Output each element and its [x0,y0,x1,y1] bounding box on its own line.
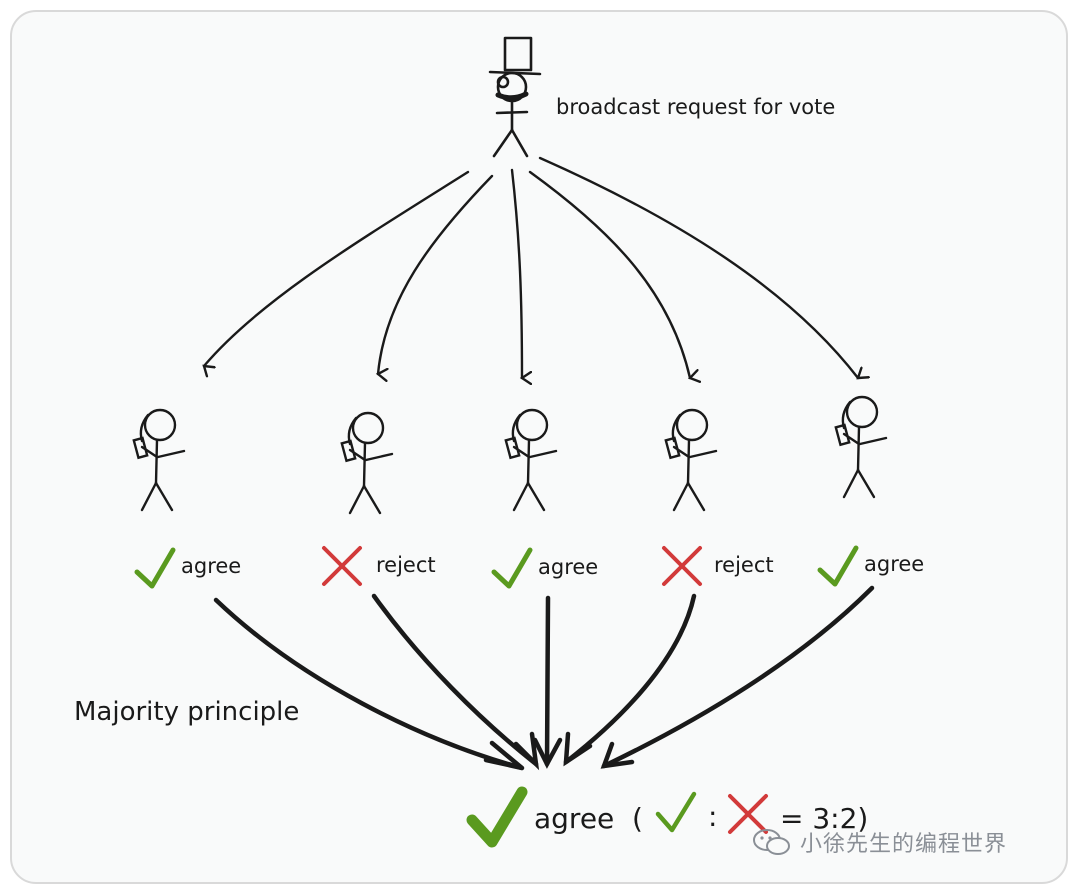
vote-mark-1 [134,547,176,589]
diagram-frame [10,10,1068,884]
vote-mark-5 [817,545,859,587]
voter-figure-2 [340,411,394,515]
big-check-icon [466,786,528,848]
leader-caption: broadcast request for vote [556,95,835,119]
broadcast-arrow-2 [378,174,494,374]
wechat-icon [753,829,790,855]
aggregate-arrow-1 [213,597,525,771]
vote-label-5: agree [864,552,924,576]
principle-label: Majority principle [74,697,299,727]
aggregate-arrow-5 [601,585,875,769]
broadcast-arrow-4 [528,170,690,378]
aggregate-arrow-4 [563,593,697,765]
small-check-icon [655,791,697,833]
vote-mark-3 [491,547,533,589]
watermark: 小徐先生的编程世界 [752,826,1007,858]
top-hat-icon [503,36,533,72]
broadcast-arrow-5 [538,156,858,378]
small-cross-icon [728,794,768,834]
voter-figure-4 [664,408,718,512]
voter-figure-1 [132,408,186,512]
voter-figures [132,395,888,515]
voter-figure-3 [504,408,558,512]
broadcast-arrow-1 [204,170,470,366]
result-word: agree [534,802,614,835]
broadcast-arrows [204,156,858,378]
vote-labels: agree reject agree reject agree [134,545,924,589]
leader-figure [488,36,542,158]
aggregate-arrow-2 [371,593,539,767]
check-icon [134,547,176,589]
vote-label-3: agree [538,555,598,579]
vote-label-4: reject [714,553,774,577]
result-ratio: = 3:2) [780,802,868,835]
result-colon: : [708,800,717,833]
vote-label-1: agree [181,554,241,578]
voter-figure-5 [834,395,888,499]
vote-mark-2 [322,546,362,586]
vote-label-2: reject [376,553,436,577]
result-open-paren: ( [632,802,643,835]
result: agree ( : = 3:2) [466,786,868,848]
vote-mark-4 [662,546,702,586]
broadcast-arrow-3 [510,168,522,378]
check-icon [817,545,859,587]
check-icon [491,547,533,589]
watermark-text: 小徐先生的编程世界 [800,832,1008,857]
aggregation-arrows [213,585,875,771]
aggregate-arrow-3 [544,595,551,767]
